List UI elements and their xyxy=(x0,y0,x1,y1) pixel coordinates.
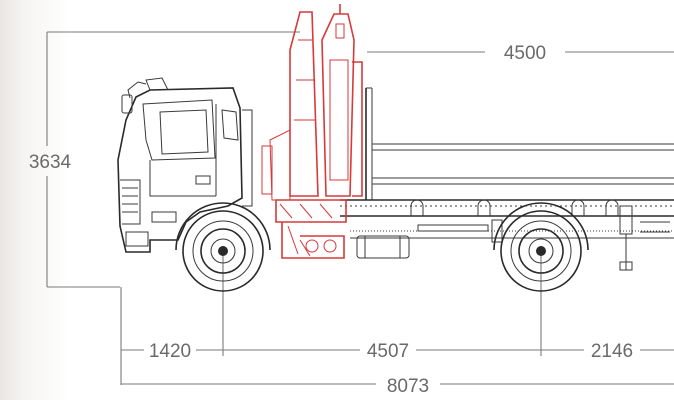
crane-extension xyxy=(352,61,363,197)
crane-leg-pad-a xyxy=(305,239,319,253)
front-wheel-arch xyxy=(175,202,271,251)
deck-lashing-points xyxy=(410,199,619,216)
crane-controls xyxy=(261,145,273,195)
wheelbase-label: 4507 xyxy=(367,341,409,362)
rear-wheel xyxy=(493,202,589,292)
cab-outline xyxy=(117,87,243,253)
crane-reach-label: 4500 xyxy=(504,43,546,64)
front-wheel xyxy=(175,202,271,292)
exhaust-stack xyxy=(242,109,253,207)
cab-window xyxy=(142,99,216,161)
flatbed xyxy=(340,87,674,271)
rear-hub xyxy=(536,246,546,256)
rear-wheel-arch xyxy=(493,202,589,251)
cab-roof-spoiler xyxy=(145,77,169,91)
front-hub xyxy=(218,246,228,256)
dimension-lines xyxy=(46,31,674,385)
mirror-arm xyxy=(127,81,147,99)
cab-step xyxy=(151,211,177,223)
overall-height-label: 3634 xyxy=(29,152,72,173)
truck-cab xyxy=(117,77,253,253)
rear-stabiliser xyxy=(619,205,670,271)
front-grille xyxy=(120,179,141,225)
crane-leg-pad-b xyxy=(323,239,337,253)
crane-stabiliser-leg xyxy=(281,222,345,259)
side-mirror xyxy=(121,94,133,114)
crane-base xyxy=(275,199,347,223)
front-overhang-label: 1420 xyxy=(149,341,191,362)
side-guard xyxy=(417,219,503,243)
rear-overhang-label: 2146 xyxy=(591,341,633,362)
door-handle xyxy=(195,175,211,185)
front-bumper xyxy=(125,231,149,247)
loader-crane xyxy=(261,4,363,259)
overall-length-label: 8073 xyxy=(387,376,429,397)
fuel-tank-area xyxy=(356,235,410,259)
crane-control-tower xyxy=(269,129,291,201)
cab-rear-window xyxy=(221,109,239,141)
crane-boom-folded xyxy=(321,13,355,197)
